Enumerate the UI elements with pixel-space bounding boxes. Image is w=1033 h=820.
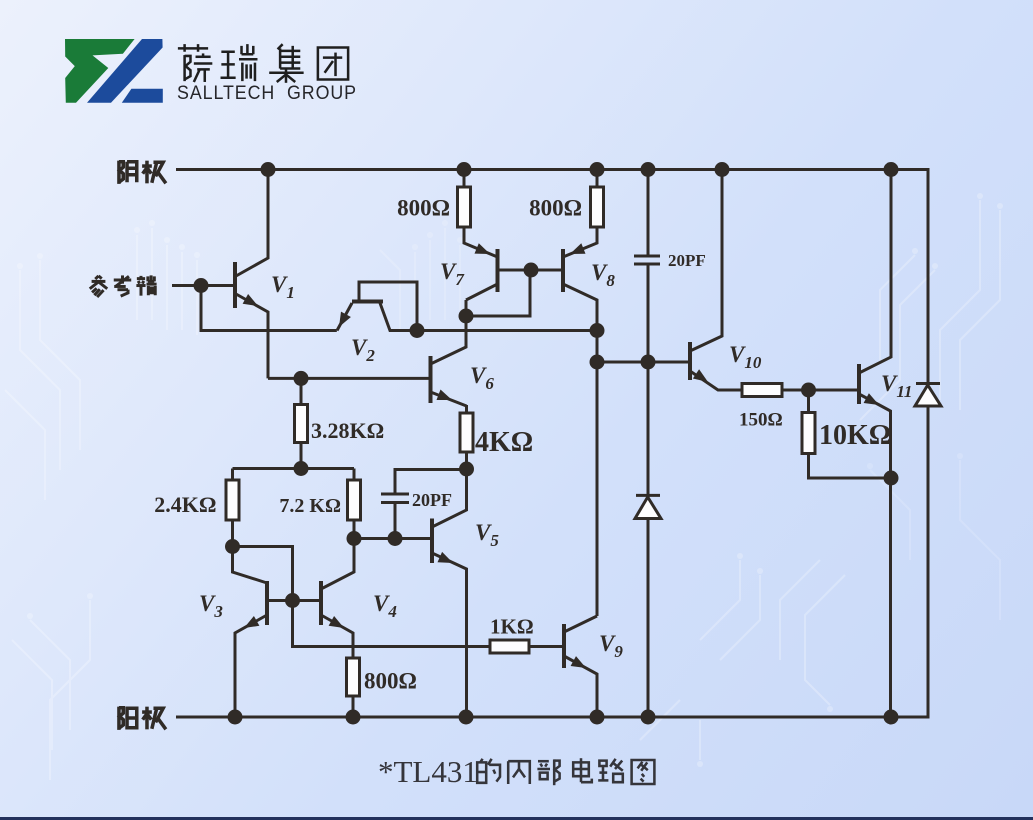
svg-text:V2: V2 (351, 335, 375, 365)
svg-text:V8: V8 (591, 260, 615, 290)
svg-text:2.4KΩ: 2.4KΩ (154, 492, 216, 517)
svg-text:V9: V9 (599, 631, 623, 661)
svg-text:V7: V7 (440, 259, 465, 289)
svg-text:V1: V1 (271, 272, 295, 302)
svg-text:800Ω: 800Ω (364, 669, 417, 694)
svg-text:10KΩ: 10KΩ (819, 420, 891, 451)
svg-text:3.28KΩ: 3.28KΩ (311, 418, 384, 443)
svg-text:800Ω: 800Ω (397, 196, 450, 221)
svg-text:1KΩ: 1KΩ (490, 615, 534, 639)
svg-text:V4: V4 (373, 591, 397, 621)
svg-text:4KΩ: 4KΩ (475, 427, 533, 458)
svg-text:150Ω: 150Ω (739, 410, 783, 431)
svg-text:800Ω: 800Ω (529, 196, 582, 221)
svg-text:V10: V10 (729, 342, 762, 372)
svg-text:7.2 KΩ: 7.2 KΩ (279, 495, 341, 517)
svg-text:V11: V11 (881, 371, 912, 401)
svg-text:20PF: 20PF (412, 490, 452, 510)
svg-text:V5: V5 (475, 520, 499, 550)
svg-text:V6: V6 (470, 363, 494, 393)
svg-text:*TL431: *TL431 (378, 754, 478, 789)
svg-text:V3: V3 (199, 591, 223, 621)
svg-text:SALLTECH GROUP: SALLTECH GROUP (177, 83, 357, 104)
svg-text:20PF: 20PF (668, 251, 706, 270)
